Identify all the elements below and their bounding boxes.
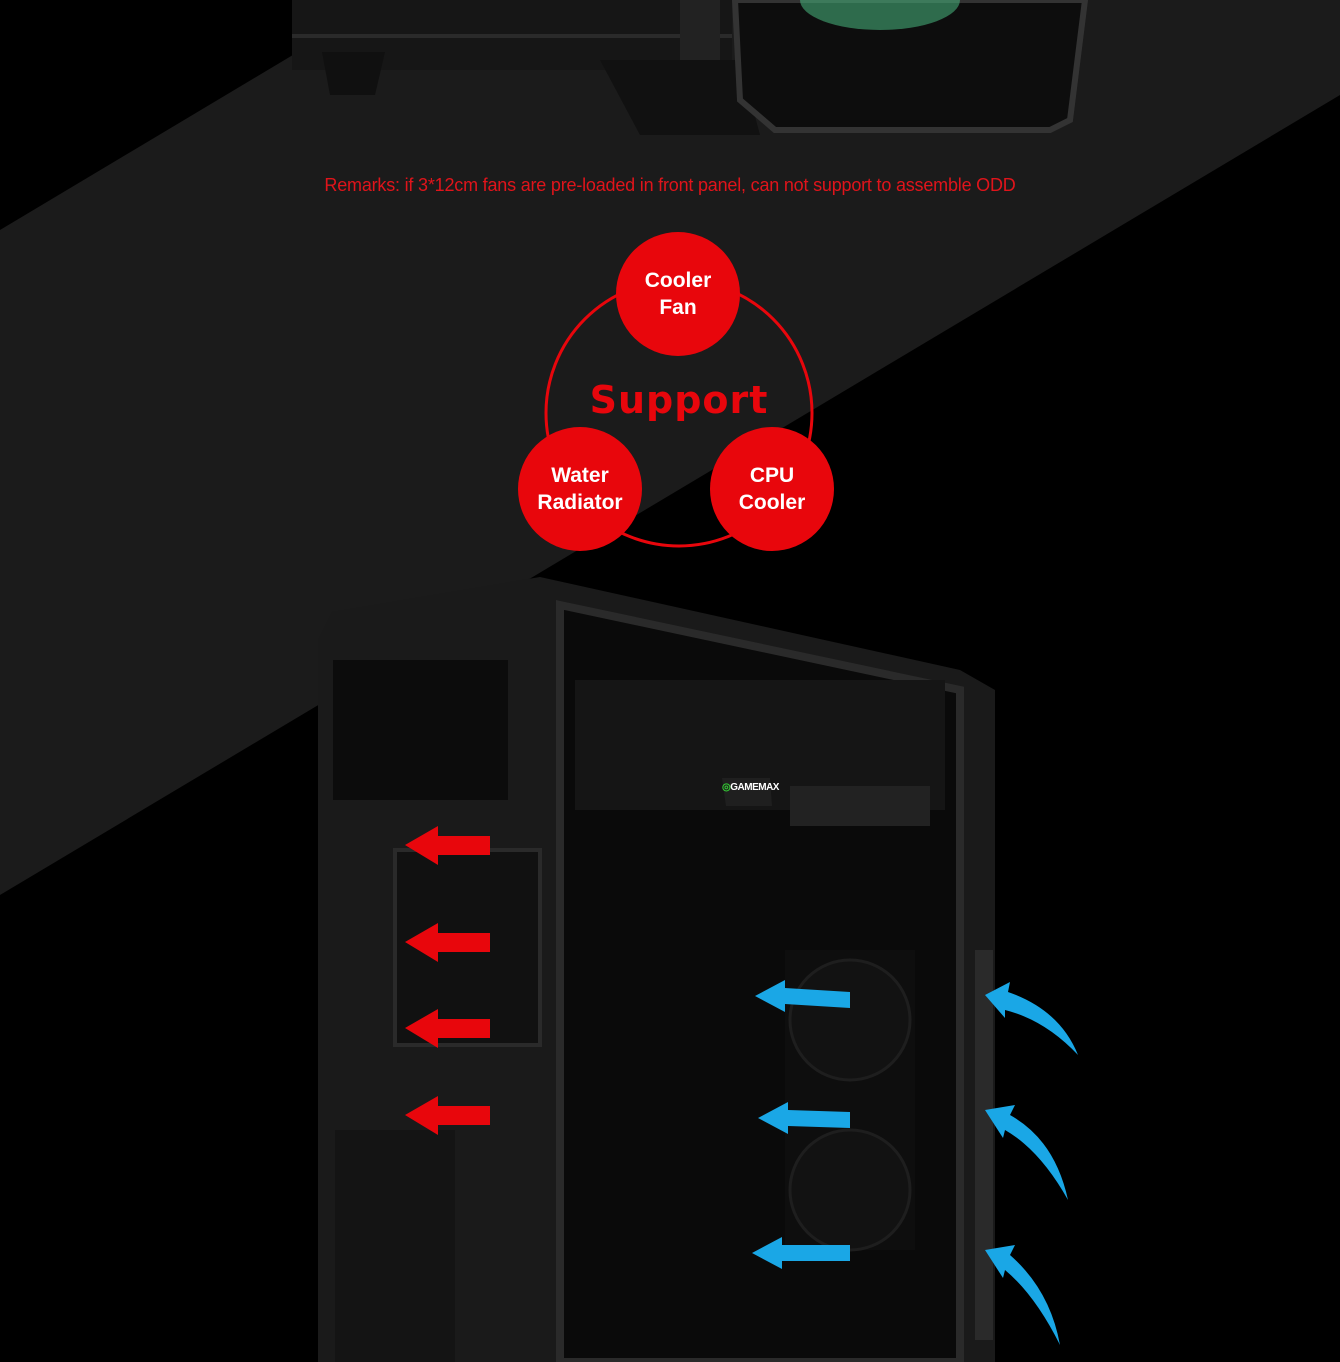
background-shape (0, 0, 385, 230)
support-item-cooler-fan: Cooler Fan (616, 232, 740, 356)
support-item-water-radiator: Water Radiator (518, 427, 642, 551)
logo-icon: ◎ (722, 782, 731, 793)
case-top-view (292, 0, 1089, 135)
brand-logo: ◎GAMEMAX (722, 782, 779, 793)
remarks-note: Remarks: if 3*12cm fans are pre-loaded i… (324, 175, 1016, 195)
case-open-side-view (318, 577, 995, 1362)
support-title: Support (589, 378, 769, 422)
support-item-cpu-cooler: CPU Cooler (710, 427, 834, 551)
exhaust-arrows (405, 826, 490, 1135)
intake-arrows (752, 980, 1078, 1345)
